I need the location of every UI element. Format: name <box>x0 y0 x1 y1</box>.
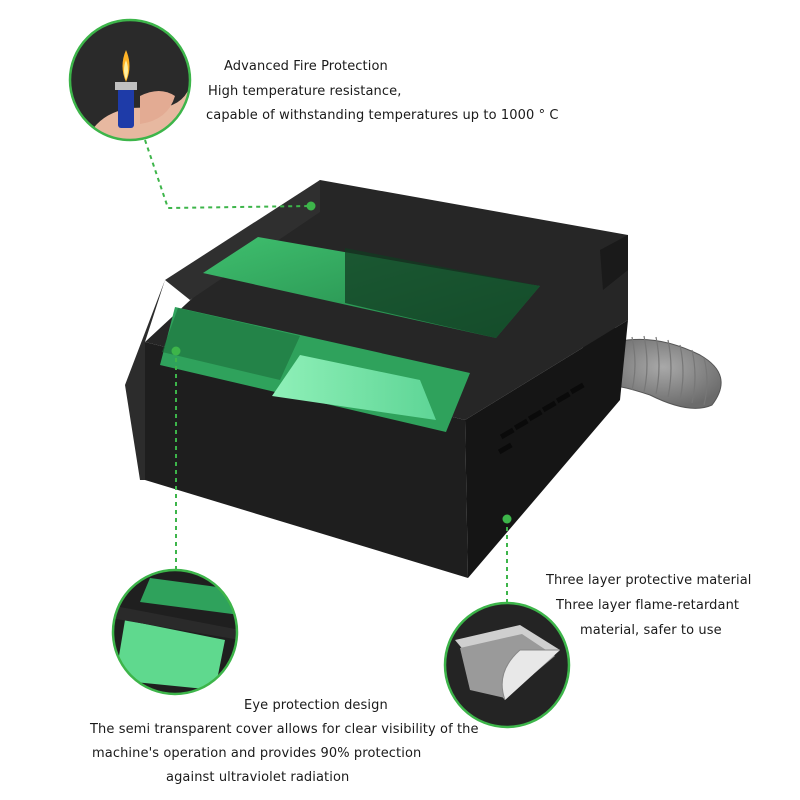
fire-callout-title: Advanced Fire Protection <box>224 59 388 74</box>
eye-callout-line-2: machine's operation and provides 90% pro… <box>92 746 422 761</box>
fire-callout-line-2: capable of withstanding temperatures up … <box>206 108 559 123</box>
material-inset <box>443 601 571 729</box>
eye-callout-line-3: against ultraviolet radiation <box>166 770 350 785</box>
layer-callout-line-2: material, safer to use <box>580 623 722 638</box>
eye-protection-inset <box>111 568 239 696</box>
window-detail-icon <box>113 570 237 694</box>
eye-callout-line-1: The semi transparent cover allows for cl… <box>90 722 479 737</box>
fire-callout-line-1: High temperature resistance, <box>208 84 402 99</box>
callout-leaders <box>144 139 508 605</box>
fire-protection-inset <box>68 18 192 142</box>
layer-callout-line-1: Three layer flame-retardant <box>556 598 740 613</box>
material-layer-icon <box>455 625 560 701</box>
side-vents <box>497 382 585 455</box>
layer-callout-title: Three layer protective material <box>546 573 752 588</box>
callout-dots <box>171 201 512 524</box>
eye-callout-title: Eye protection design <box>244 698 388 713</box>
lighter-flame-icon <box>115 50 137 128</box>
laser-enclosure <box>125 180 628 578</box>
